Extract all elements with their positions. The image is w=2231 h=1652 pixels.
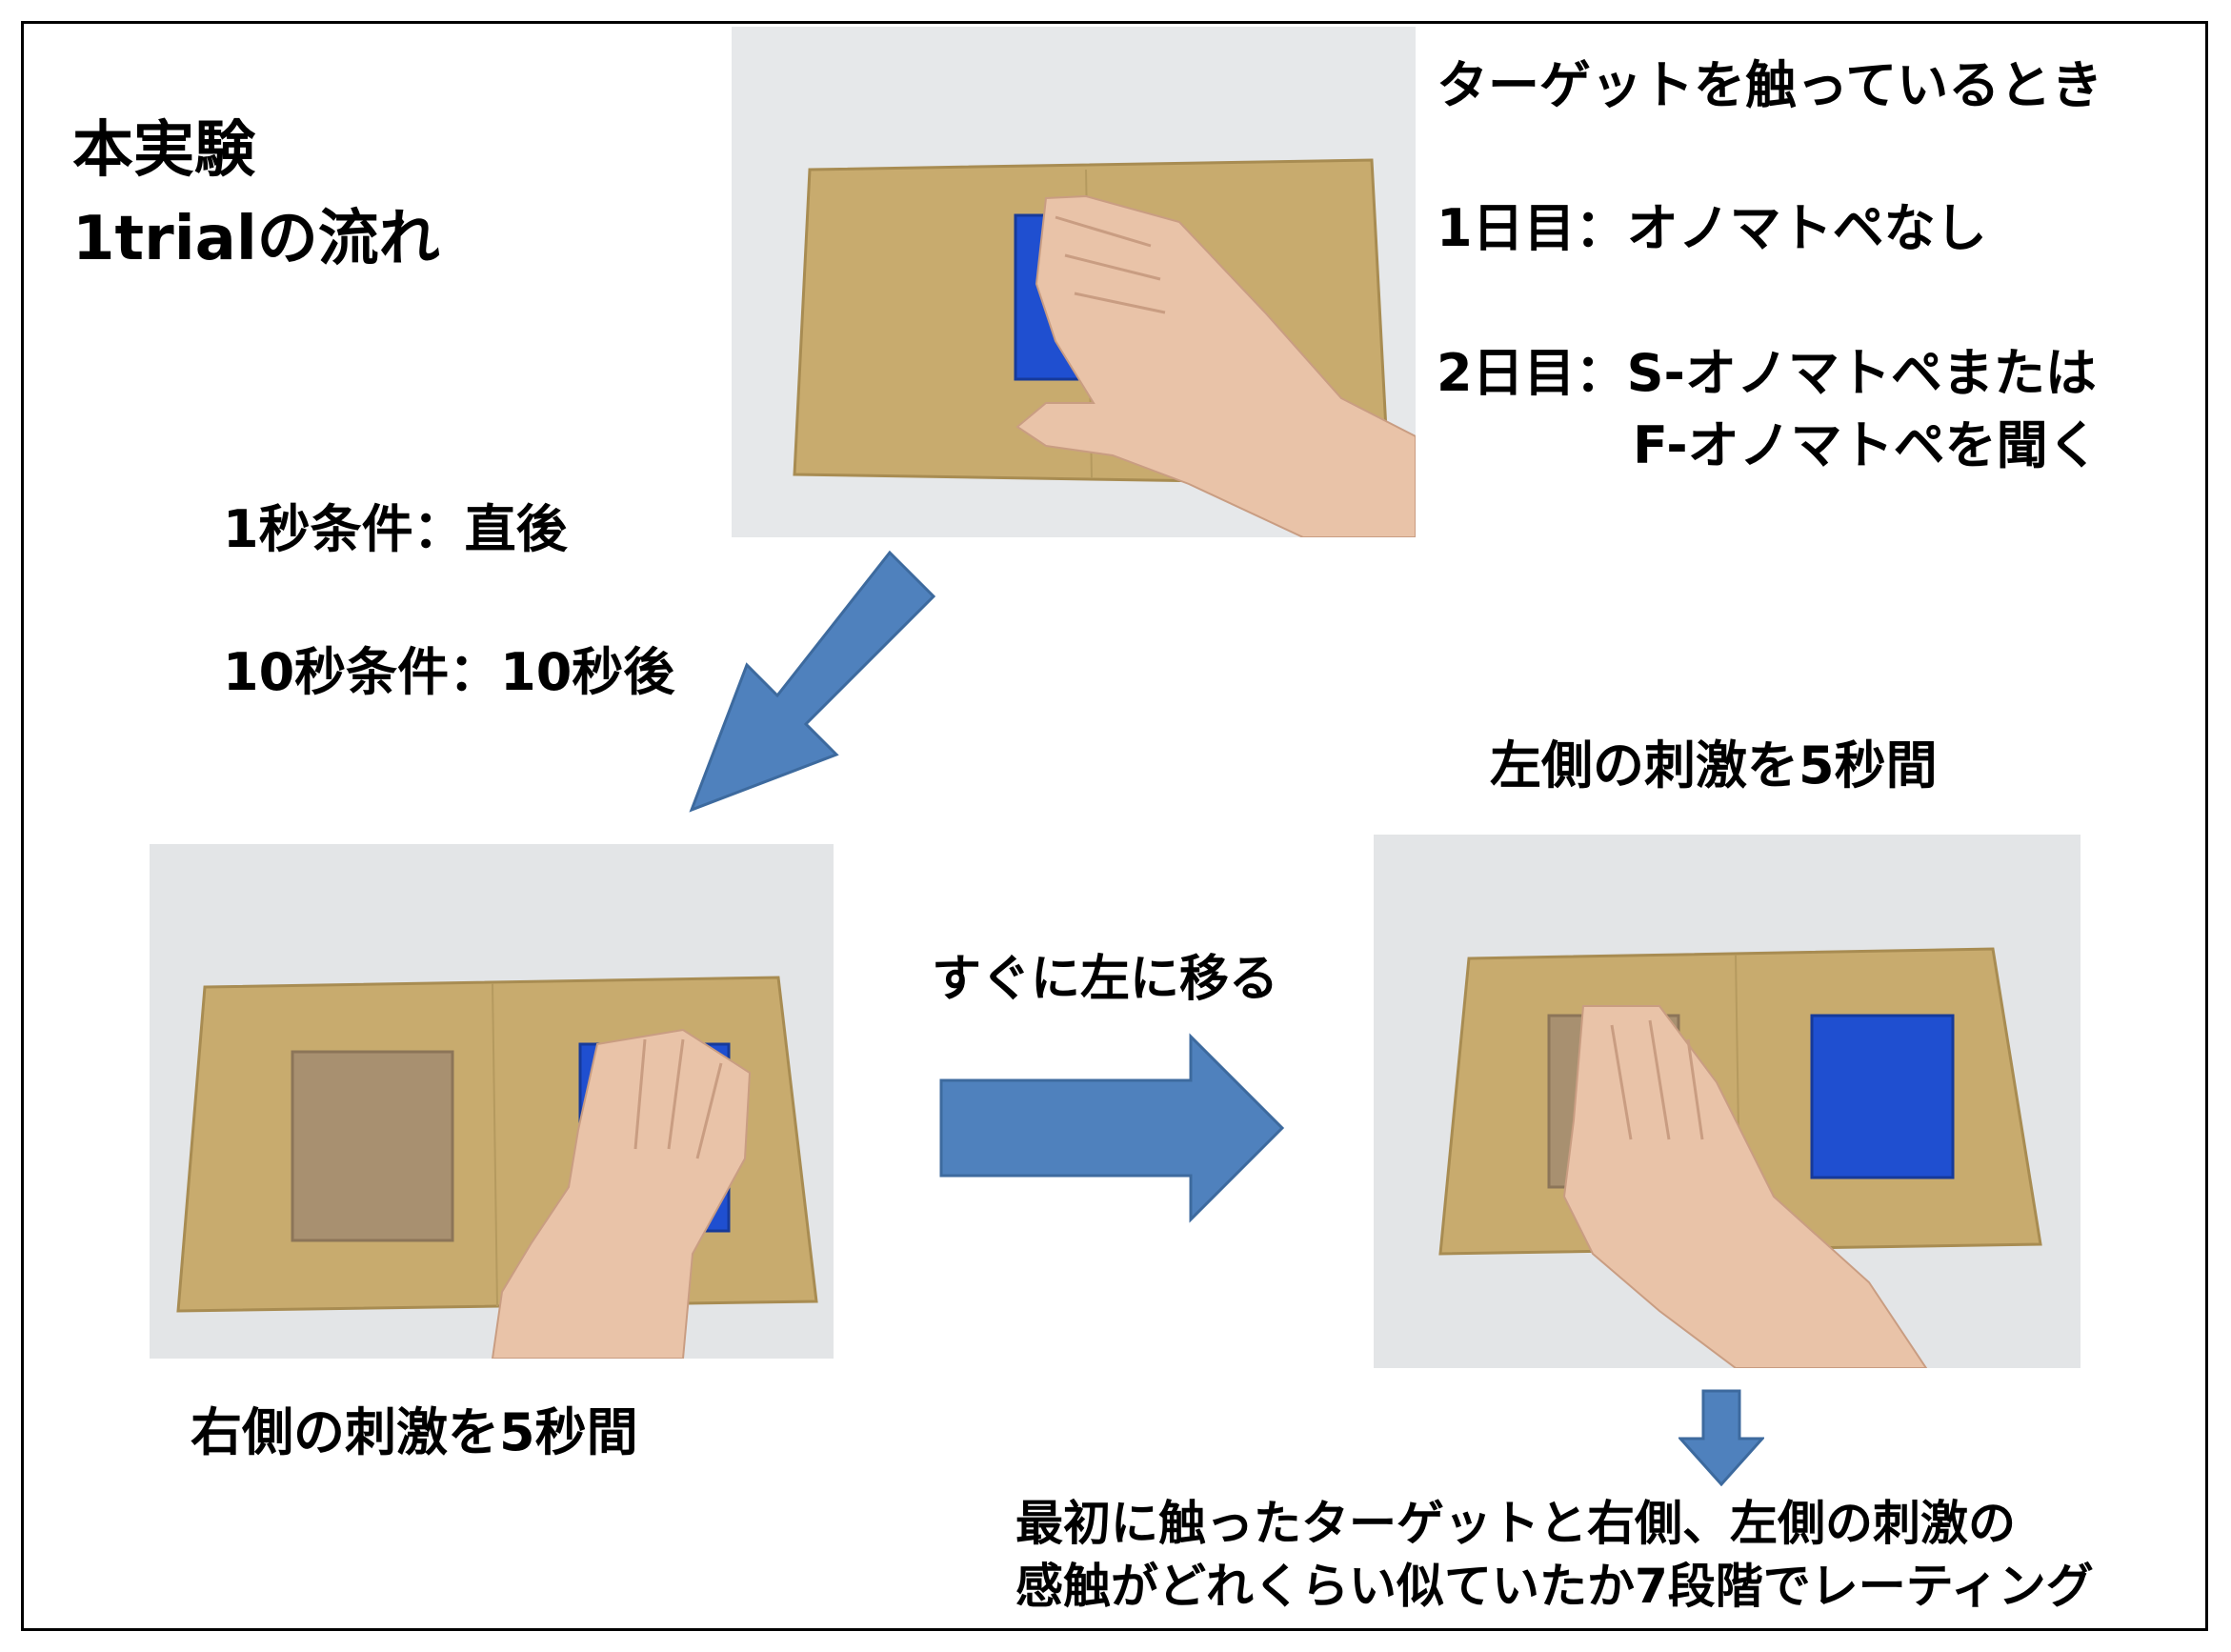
hand-shape — [491, 1028, 752, 1359]
photo-target-touch — [732, 27, 1416, 537]
condition-1s: 1秒条件：直後 — [223, 499, 568, 559]
hand-shape — [1015, 194, 1416, 537]
rating-instruction-line2: 感触がどれくらい似ていたか7段階でレーティング — [1015, 1559, 2094, 1614]
day1-condition: 1日目：オノマトペなし — [1437, 198, 1987, 258]
photo-left-stimulus — [1374, 835, 2080, 1368]
left-stimulus-label: 左側の刺激を5秒間 — [1490, 735, 1938, 796]
title-line-1: 本実験 — [72, 115, 255, 186]
day2-condition-line2: F-オノマトペを聞く — [1633, 415, 2100, 475]
rating-instruction-line1: 最初に触ったターゲットと右側、左側の刺激の — [1015, 1496, 2016, 1551]
right-arrow — [939, 1033, 1285, 1223]
hand-shape — [1562, 1005, 1928, 1368]
brown-stimulus — [291, 1050, 454, 1242]
down-arrow — [1678, 1389, 1764, 1486]
title-line-2: 1trialの流れ — [72, 203, 440, 274]
blue-stimulus — [1810, 1014, 1955, 1179]
slide-title: 本実験 1trialの流れ — [72, 107, 440, 284]
day2-condition-line1: 2日目：S-オノマトペまたは — [1437, 343, 2097, 403]
right-stimulus-label: 右側の刺激を5秒間 — [191, 1402, 638, 1462]
photo-right-stimulus — [150, 844, 834, 1359]
diagonal-down-left-arrow — [689, 550, 936, 813]
move-left-label: すぐに左に移る — [932, 951, 1279, 1008]
condition-10s: 10秒条件：10秒後 — [223, 642, 675, 702]
target-touch-heading: ターゲットを触っているとき — [1437, 55, 2103, 115]
